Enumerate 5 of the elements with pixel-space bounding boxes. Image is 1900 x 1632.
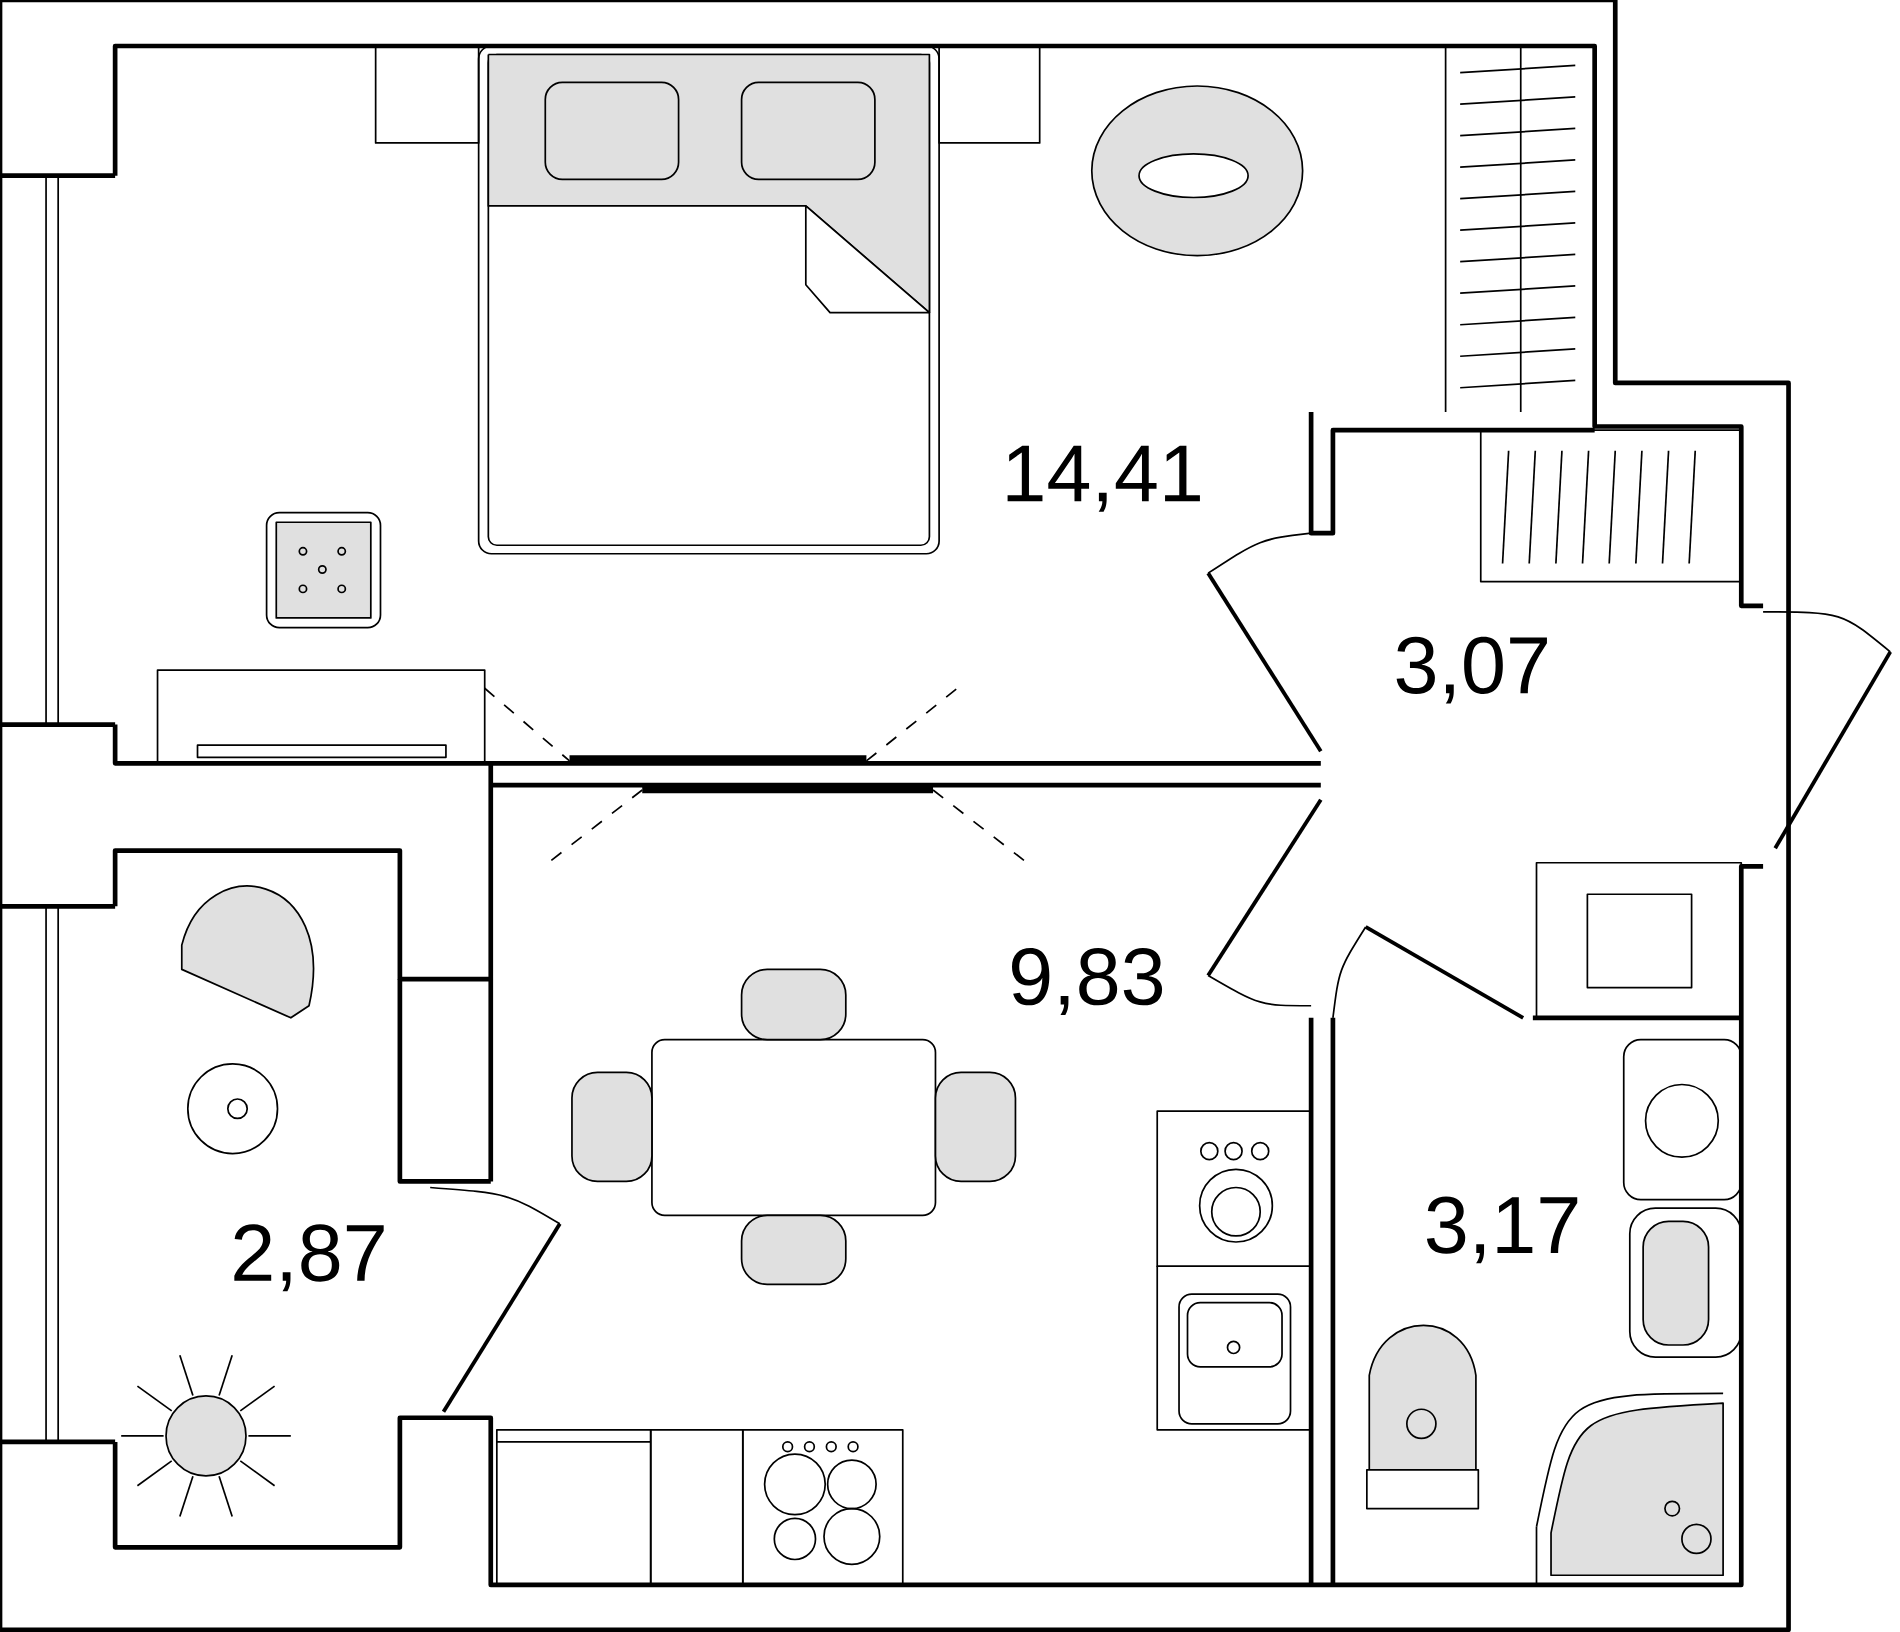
- area-label: 3,07: [1396, 636, 1547, 704]
- area-label: 9,83: [1012, 948, 1163, 1015]
- area-label: 14,41: [1007, 445, 1200, 512]
- area-label: 2,87: [234, 1224, 384, 1292]
- area-label: 3,17: [1426, 1196, 1578, 1264]
